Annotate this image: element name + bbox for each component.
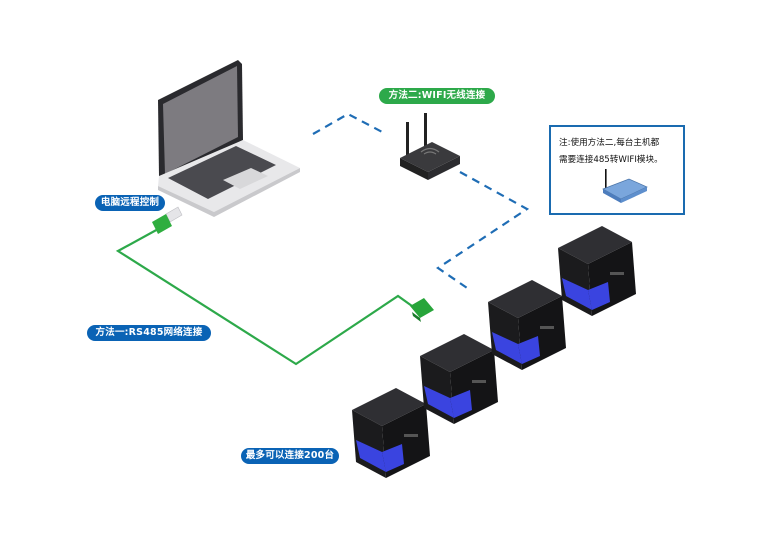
- device-unit-2: [420, 334, 498, 424]
- rs485-cable: [115, 227, 413, 366]
- device-unit-3: [488, 280, 566, 370]
- usb-plug: [152, 206, 183, 234]
- laptop: [158, 60, 300, 217]
- wifi-module-icon: [602, 169, 648, 203]
- wifi-line-router-devices: [436, 171, 530, 291]
- label-pc-control: 电脑远程控制: [95, 195, 165, 211]
- note-line-2: 需要连接485转WIFI模块。: [559, 155, 663, 165]
- wifi-connection-lines: [312, 112, 530, 291]
- device-unit-4: [558, 226, 636, 316]
- wifi-line-laptop-router: [312, 112, 387, 135]
- label-method-two: 方法二:WIFI无线连接: [379, 88, 495, 104]
- note-box: 注:使用方法二,每台主机都 需要连接485转WIFI模块。: [549, 125, 685, 215]
- note-line-1: 注:使用方法二,每台主机都: [559, 138, 660, 148]
- wifi-router: [400, 113, 460, 180]
- label-method-one: 方法一:RS485网络连接: [87, 325, 211, 341]
- device-unit-1: [352, 388, 430, 478]
- label-max-connect: 最多可以连接200台: [241, 448, 339, 464]
- rs485-terminal: [410, 298, 434, 322]
